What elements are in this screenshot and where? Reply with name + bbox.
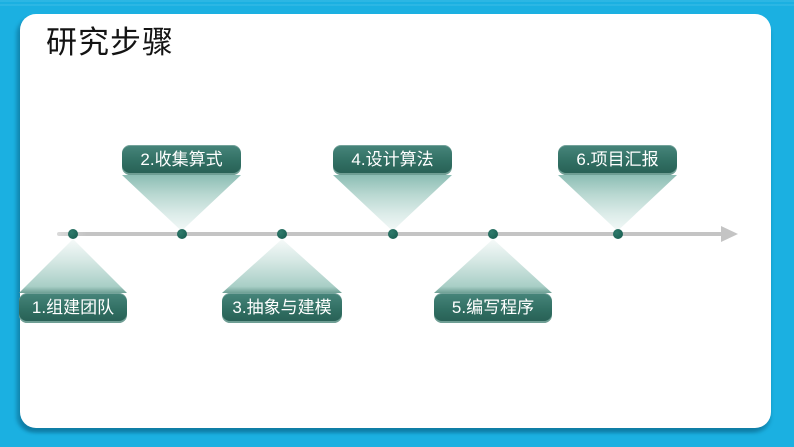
slide-title: 研究步骤 [46,25,174,60]
frame-top-stripes [0,0,794,8]
milestone-box-6: 6.项目汇报 [558,145,677,175]
timeline-dot-1 [68,229,78,239]
milestone-box-3: 3.抽象与建模 [222,293,342,323]
milestone-box-1: 1.组建团队 [19,293,127,323]
timeline-dot-4 [388,229,398,239]
timeline-dot-3 [277,229,287,239]
timeline-dot-6 [613,229,623,239]
arrow-right-icon [721,226,738,242]
timeline-dot-2 [177,229,187,239]
milestone-box-4: 4.设计算法 [333,145,452,175]
timeline-dot-5 [488,229,498,239]
milestone-box-5: 5.编写程序 [434,293,552,323]
milestone-box-2: 2.收集算式 [122,145,241,175]
